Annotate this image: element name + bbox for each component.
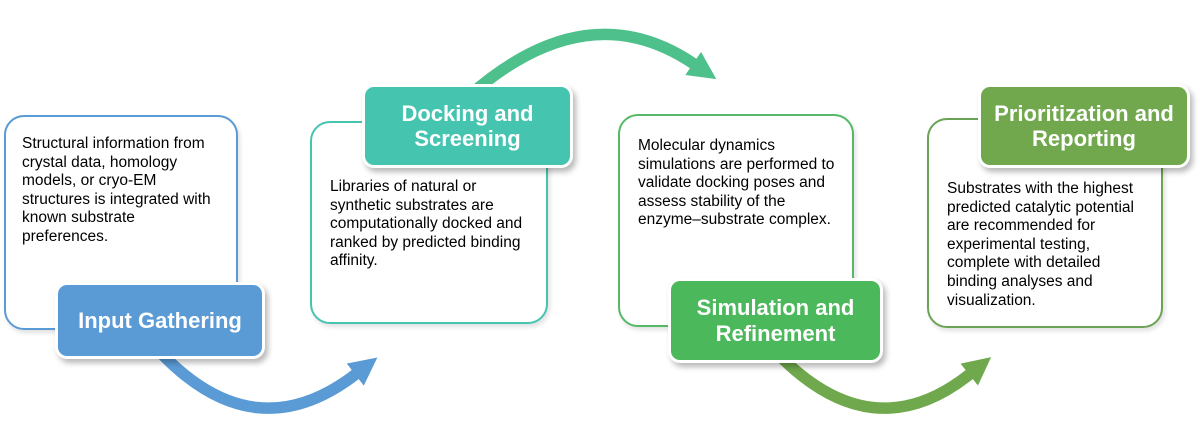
step-description-simulation-and-refinement: Molecular dynamics simulations are perfo… (638, 137, 835, 229)
step-label-simulation-and-refinement: Simulation and Refinement (668, 278, 883, 363)
step-label-text: Simulation and Refinement (696, 295, 855, 346)
step-label-text: Input Gathering (78, 307, 242, 333)
step-label-text: Prioritization and Reporting (994, 100, 1174, 151)
step-description-docking-and-screening: Libraries of natural or synthetic substr… (330, 178, 523, 270)
step-card-input-gathering: Structural information from crystal data… (4, 115, 238, 330)
step-label-docking-and-screening: Docking and Screening (362, 84, 573, 168)
step-description-prioritization-and-reporting: Substrates with the highest predicted ca… (947, 180, 1134, 309)
curved-arrow-step1-to-step2 (155, 348, 378, 414)
step-description-input-gathering: Structural information from crystal data… (22, 135, 211, 245)
step-label-text: Docking and Screening (401, 100, 534, 151)
step-label-input-gathering: Input Gathering (55, 282, 265, 359)
step-label-prioritization-and-reporting: Prioritization and Reporting (978, 84, 1190, 168)
